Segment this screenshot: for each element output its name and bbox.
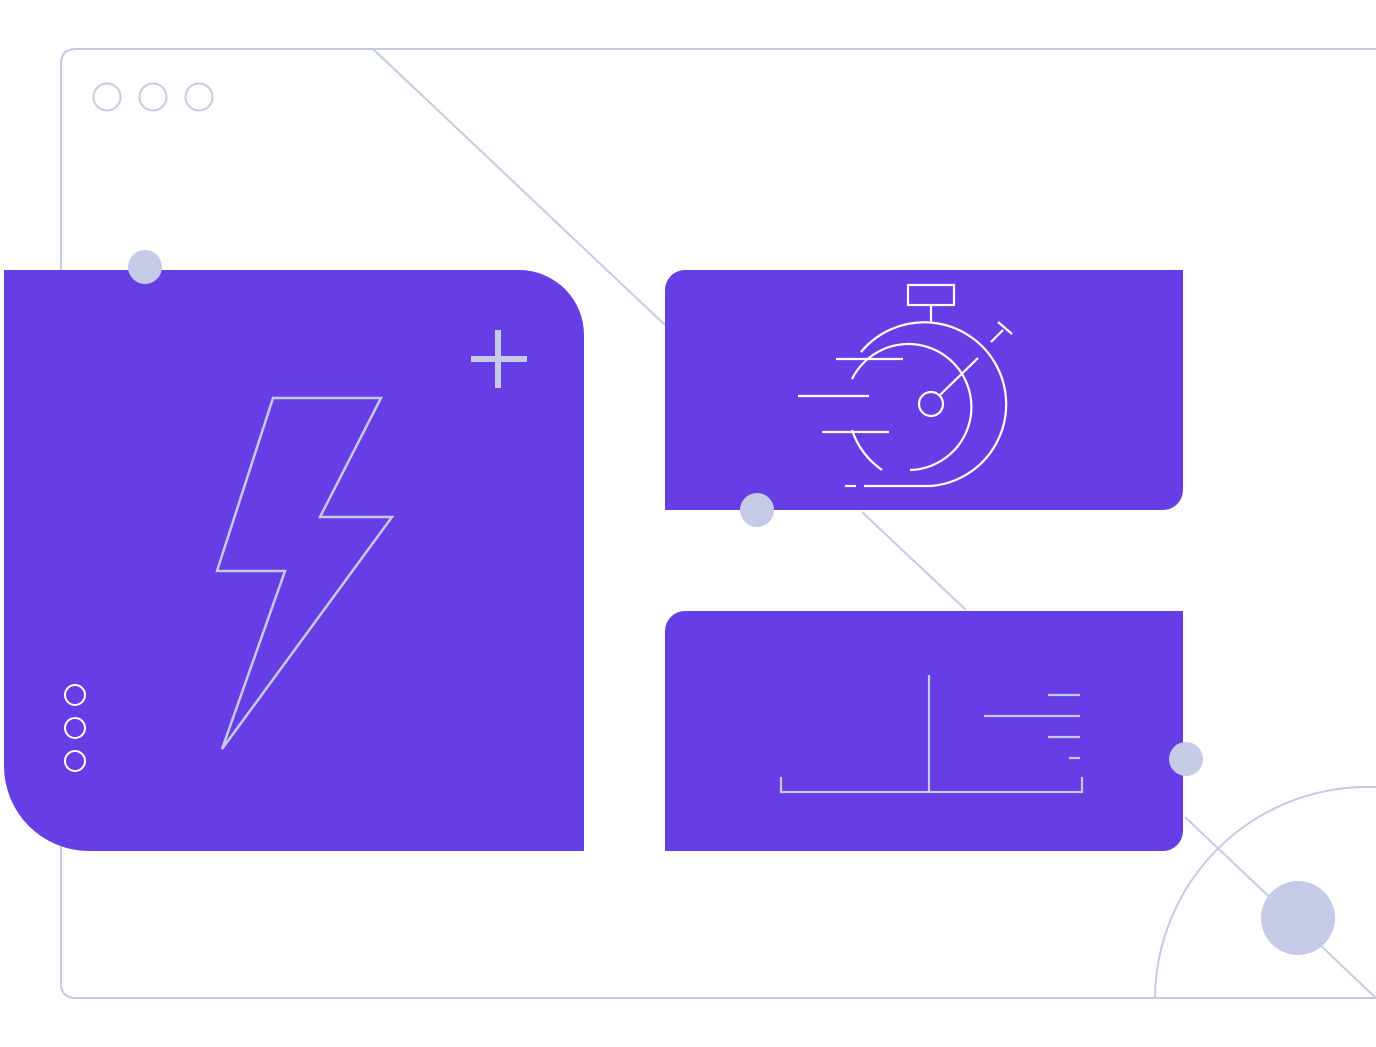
diagonal-line-middle <box>861 511 967 611</box>
card-dots-vertical <box>64 684 86 772</box>
measure-card <box>665 611 1183 851</box>
measure-card-background <box>665 611 1183 851</box>
accent-circle-big <box>1261 881 1335 955</box>
measurement-chart-icon <box>779 675 1084 794</box>
card-dot-2 <box>64 717 86 739</box>
stopwatch-side-button-cap <box>997 321 1013 335</box>
stopwatch-lower-arc <box>850 429 883 471</box>
window-control-dot-3 <box>184 82 214 112</box>
stopwatch-icon <box>798 283 1013 488</box>
lightning-bolt-icon <box>215 396 395 750</box>
accent-circle-1 <box>128 250 162 284</box>
accent-circles <box>128 250 1335 955</box>
diagonal-line-top <box>372 48 666 326</box>
stopwatch-hub <box>917 390 945 418</box>
energy-card <box>4 270 584 851</box>
accent-circle-3 <box>1169 742 1203 776</box>
window-control-dot-2 <box>138 82 168 112</box>
stopwatch-side-button-stem <box>990 329 1004 343</box>
card-dot-3 <box>64 750 86 772</box>
energy-card-background <box>4 270 584 851</box>
window-control-dot-1 <box>92 82 122 112</box>
speed-card <box>665 270 1183 510</box>
card-dot-1 <box>64 684 86 706</box>
accent-circle-2 <box>740 493 774 527</box>
corner-arc <box>1154 785 1376 999</box>
stopwatch-outer-ring <box>860 321 1008 488</box>
measurement-baseline <box>779 777 1084 794</box>
background-guide-lines <box>372 48 1376 999</box>
stopwatch-hand <box>939 357 979 396</box>
plus-icon <box>471 330 527 388</box>
speed-card-background <box>665 270 1183 510</box>
